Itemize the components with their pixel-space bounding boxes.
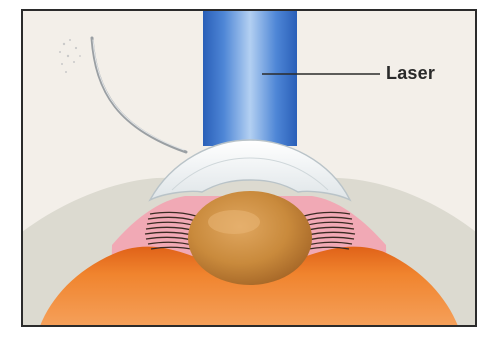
laser-beam: [203, 10, 297, 146]
laser-label: Laser: [386, 63, 435, 83]
lens-highlight: [208, 210, 260, 234]
lens: [188, 191, 312, 285]
